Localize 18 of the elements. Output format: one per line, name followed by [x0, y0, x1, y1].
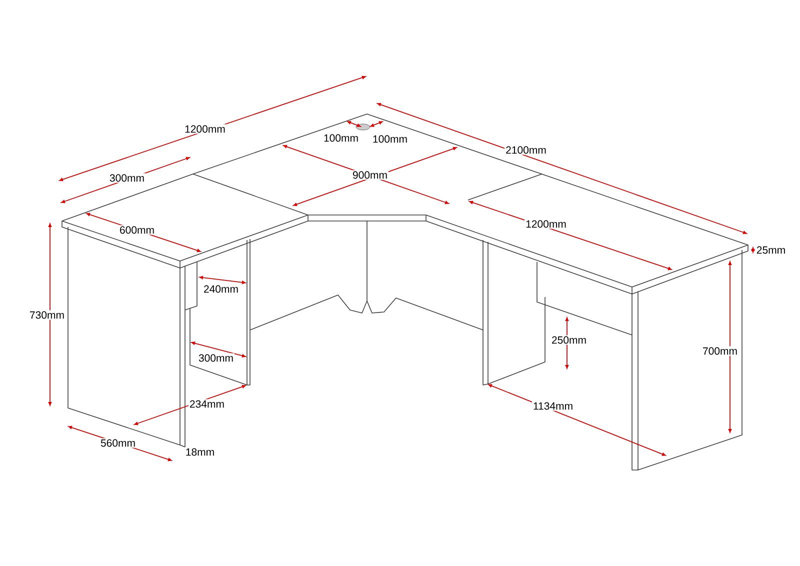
dimension-label: 100mm: [322, 133, 360, 143]
dimension-label: 700mm: [702, 346, 739, 356]
dimension-label: 900mm: [352, 170, 388, 180]
dimension-label: 300mm: [108, 173, 146, 183]
dimension-label: 1134mm: [532, 401, 574, 411]
dimension-label: 600mm: [118, 225, 156, 235]
dimension-label: 240mm: [202, 284, 240, 294]
dimension-label: 250mm: [550, 335, 588, 345]
dimension-label: 25mm: [755, 245, 787, 255]
dimension-label: 730mm: [28, 310, 66, 320]
dimension-label: 560mm: [100, 438, 136, 448]
dimension-label: 234mm: [188, 399, 226, 409]
dimension-label: 1200mm: [524, 219, 568, 229]
dimension-label: 2100mm: [504, 145, 548, 155]
dimension-label: 300mm: [198, 353, 234, 363]
dimension-label: 100mm: [372, 134, 408, 144]
dimension-label: 1200mm: [184, 124, 226, 134]
dimension-label: 18mm: [184, 447, 216, 457]
